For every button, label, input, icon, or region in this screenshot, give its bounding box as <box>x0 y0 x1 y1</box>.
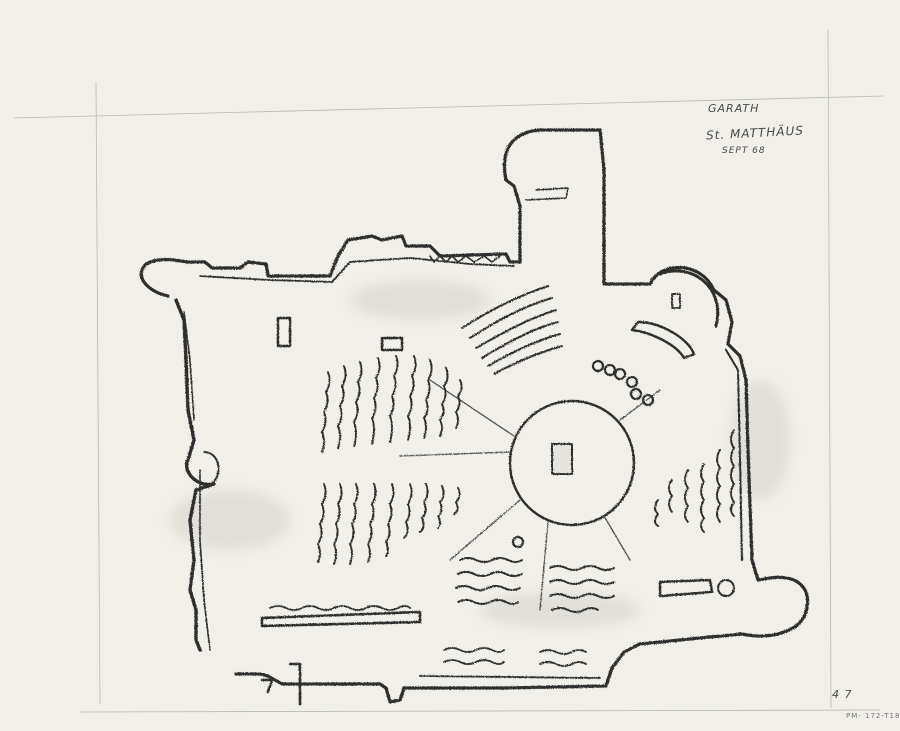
pews-east <box>654 429 735 533</box>
floor-plan <box>139 128 809 706</box>
pews-northeast <box>461 285 563 375</box>
southeast-column <box>717 579 735 597</box>
pews-west-lower <box>317 483 461 565</box>
south-entrance-stub <box>260 662 302 706</box>
architect-annotation: GARATH <box>708 102 760 115</box>
archive-reference: PM- 172-T18 <box>846 712 900 720</box>
choir-seats <box>511 359 655 549</box>
west-bay <box>203 451 220 487</box>
north-wall-inner <box>199 257 515 283</box>
sheet-number: 4 7 <box>832 688 853 701</box>
pews-entrance <box>419 647 601 679</box>
west-wall-inner <box>183 311 211 651</box>
north-crenellation <box>429 255 501 263</box>
east-stair-tower <box>658 269 720 328</box>
south-bench-back <box>269 605 411 611</box>
south-bench <box>260 610 422 628</box>
tower-inner-line <box>525 187 569 201</box>
pulpit-box <box>380 336 404 352</box>
outer-wall-outline <box>139 128 809 704</box>
pews-south <box>455 557 615 613</box>
east-stair-arc <box>630 320 696 360</box>
west-niche <box>276 316 292 348</box>
east-wall-inner <box>725 349 743 561</box>
central-altar-circle <box>508 399 636 527</box>
date-annotation: SEPT 68 <box>722 146 766 156</box>
west-wall <box>174 298 216 652</box>
southeast-fixture <box>658 578 714 598</box>
pews-west-upper <box>321 355 463 453</box>
east-stair-niche <box>671 293 681 309</box>
central-altar <box>551 443 573 475</box>
drawing-frame-lines <box>13 29 885 713</box>
radial-aisles <box>399 379 661 611</box>
